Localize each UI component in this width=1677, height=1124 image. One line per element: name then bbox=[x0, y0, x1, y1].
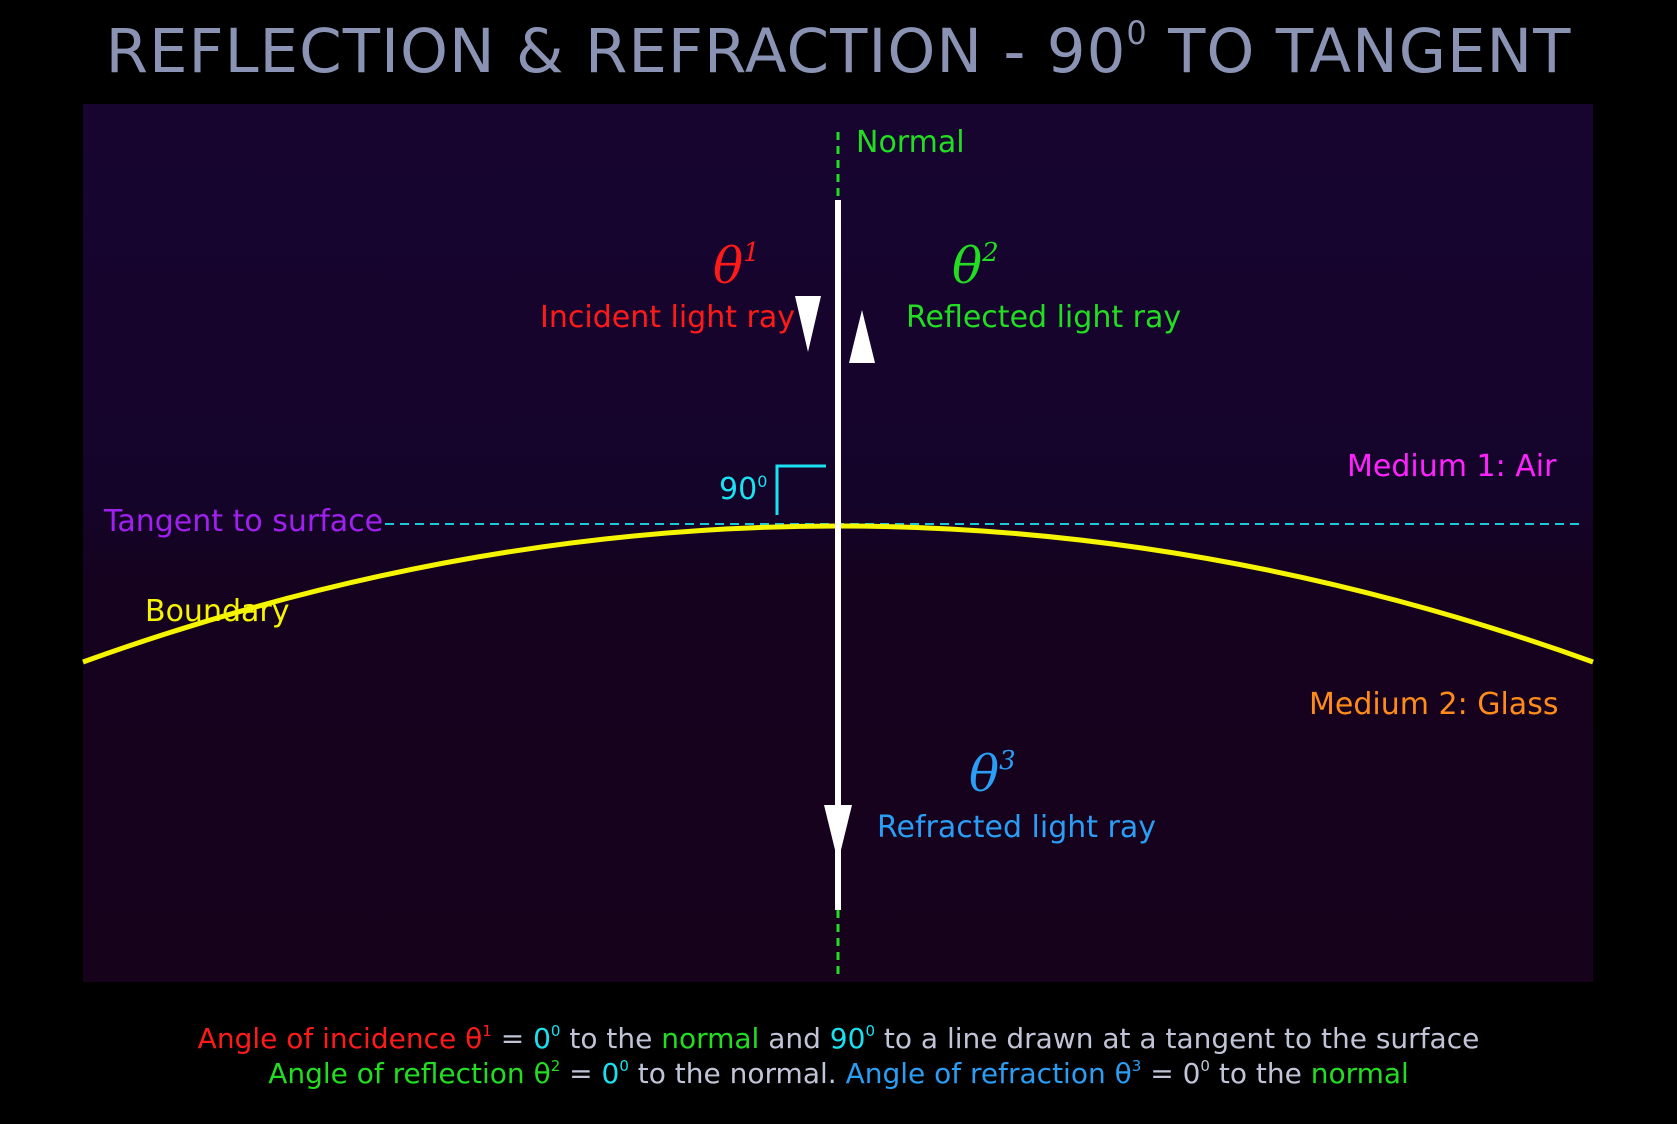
caption-segment: 0 bbox=[619, 1057, 629, 1075]
right-angle-marker bbox=[775, 464, 826, 515]
caption-segment: 0 bbox=[601, 1057, 620, 1090]
reflected-ray-label: Reflected light ray bbox=[906, 300, 1182, 335]
caption-segment: 0 bbox=[1182, 1057, 1201, 1090]
medium2-label: Medium 2: Glass bbox=[1309, 687, 1559, 722]
incident-arrowhead bbox=[795, 296, 821, 352]
refracted-ray-label: Refracted light ray bbox=[877, 810, 1157, 845]
caption-segment: = bbox=[491, 1022, 534, 1055]
caption-segment: = bbox=[560, 1057, 602, 1090]
caption-segment: = bbox=[1141, 1057, 1183, 1090]
caption-segment: Angle of refraction θ bbox=[845, 1057, 1132, 1090]
caption-segment: Angle of incidence θ bbox=[197, 1022, 483, 1055]
caption-segment: to the bbox=[1209, 1057, 1311, 1090]
caption-line-1: Angle of incidence θ1 = 00 to the normal… bbox=[0, 1024, 1677, 1053]
caption-segment: Angle of reflection θ bbox=[268, 1057, 551, 1090]
medium1-label: Medium 1: Air bbox=[1347, 449, 1557, 484]
incident-angle-symbol: θ1 bbox=[713, 237, 760, 295]
caption-segment: normal bbox=[1310, 1057, 1409, 1090]
caption-segment: to the normal. bbox=[628, 1057, 846, 1090]
caption-segment: 0 bbox=[550, 1022, 561, 1040]
caption-segment: and bbox=[759, 1022, 830, 1055]
caption-segment: 90 bbox=[829, 1022, 866, 1055]
caption-segment: 2 bbox=[550, 1057, 561, 1075]
page-title: REFLECTION & REFRACTION - 900 TO TANGENT bbox=[105, 14, 1572, 87]
reflected-angle-symbol: θ2 bbox=[952, 237, 999, 295]
normal-label: Normal bbox=[856, 125, 965, 160]
reflected-arrowhead bbox=[849, 310, 875, 363]
refracted-arrowhead bbox=[824, 805, 852, 862]
caption-segment: 1 bbox=[482, 1022, 492, 1040]
boundary-label: Boundary bbox=[145, 594, 290, 629]
caption-segment: to a line drawn at a tangent to the surf… bbox=[874, 1022, 1480, 1055]
caption-segment: 0 bbox=[1200, 1057, 1210, 1075]
refracted-angle-symbol: θ3 bbox=[969, 745, 1016, 803]
incident-ray-label: Incident light ray bbox=[540, 300, 795, 335]
tangent-label: Tangent to surface bbox=[104, 504, 384, 539]
caption-segment: normal bbox=[661, 1022, 760, 1055]
caption-segment: 0 bbox=[533, 1022, 551, 1055]
caption-segment: 0 bbox=[865, 1022, 875, 1040]
caption-segment: 3 bbox=[1131, 1057, 1142, 1075]
caption-segment: to the bbox=[560, 1022, 662, 1055]
right-angle-label: 900 bbox=[719, 472, 768, 507]
caption-line-2: Angle of reflection θ2 = 00 to the norma… bbox=[0, 1059, 1677, 1088]
